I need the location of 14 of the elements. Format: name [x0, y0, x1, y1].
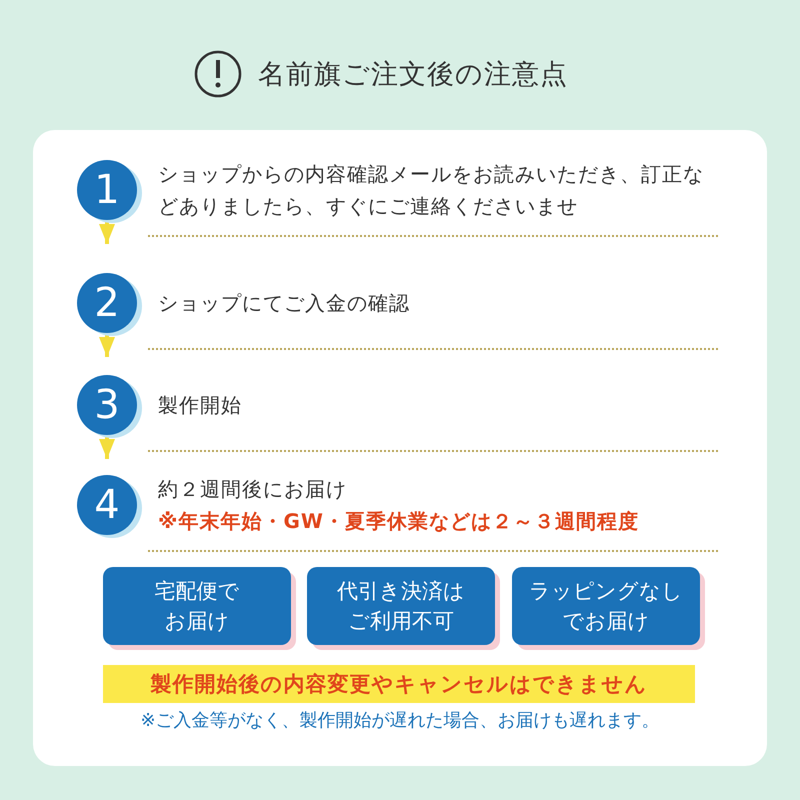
footnote: ※ご入金等がなく、製作開始が遅れた場合、お届けも遅れます。 [139, 709, 661, 732]
title: 名前旗ご注文後の注意点 [258, 58, 568, 92]
step-text: ショップからの内容確認メールをお読みいただき、訂正などありましたら、すぐにご連絡くださいませ [158, 161, 705, 220]
arrow [99, 437, 115, 459]
arrow [99, 335, 115, 357]
step-text: ショップにてご入金の確認 [158, 290, 411, 317]
step-text: 製作開始 [158, 392, 243, 419]
info-button: 代引き決済はご利用不可 [307, 567, 495, 645]
warning-banner: 製作開始後の内容変更やキャンセルはできません [103, 665, 695, 703]
step-text: 約２週間後にお届け [158, 476, 348, 503]
info-button: ラッピングなしでお届け [512, 567, 700, 645]
step-note: ※年末年始・GW・夏季休業などは２～３週間程度 [158, 508, 640, 535]
arrow [99, 222, 115, 244]
info-button: 宅配便でお届け [103, 567, 291, 645]
